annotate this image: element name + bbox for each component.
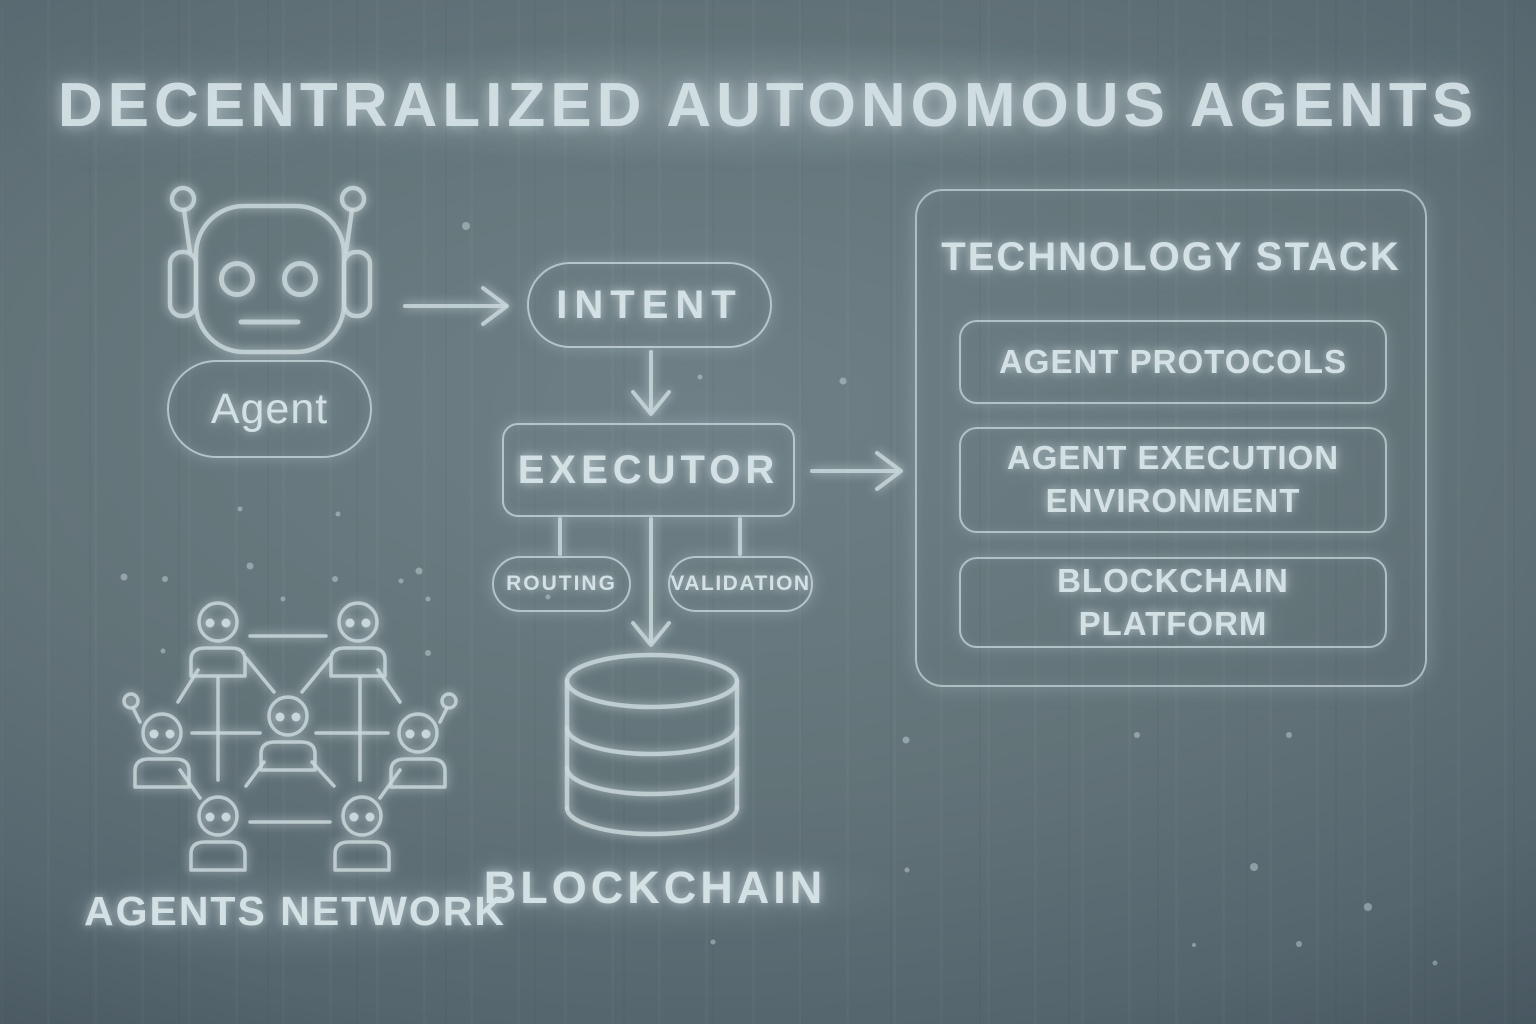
routing-node: ROUTING xyxy=(492,556,631,612)
arrow-executor-to-tech-stack xyxy=(810,451,903,491)
network-node xyxy=(329,601,387,678)
background-speckles xyxy=(120,222,1438,966)
network-node xyxy=(259,695,317,772)
agent-robot-icon xyxy=(167,185,373,355)
stack-item-blockchain-platform: BLOCKCHAIN PLATFORM xyxy=(959,557,1387,648)
arrow-agent-to-intent xyxy=(403,286,509,326)
blockchain-database-icon xyxy=(564,652,740,837)
network-node xyxy=(189,601,247,678)
stack-item-agent-protocols: AGENT PROTOCOLS xyxy=(959,320,1387,404)
network-node xyxy=(189,795,247,872)
intent-node: INTENT xyxy=(527,262,772,348)
tech-stack-title: TECHNOLOGY STACK xyxy=(941,235,1401,279)
diagram-title: DECENTRALIZED AUTONOMOUS AGENTS xyxy=(57,71,1479,140)
agent-label-pill: Agent xyxy=(167,360,372,458)
arrow-executor-to-blockchain xyxy=(631,517,671,647)
executor-node: EXECUTOR xyxy=(502,423,795,517)
agents-network-caption: AGENTS NETWORK xyxy=(83,888,507,934)
stack-item-agent-execution-environment: AGENT EXECUTION ENVIRONMENT xyxy=(959,427,1387,533)
arrow-intent-to-executor xyxy=(631,350,671,416)
validation-node: VALIDATION xyxy=(668,556,813,612)
network-node xyxy=(333,795,391,872)
agents-network-icon xyxy=(122,601,458,872)
blockchain-caption: BLOCKCHAIN xyxy=(483,862,827,913)
tech-stack-panel: TECHNOLOGY STACK AGENT PROTOCOLS AGENT E… xyxy=(915,189,1427,687)
network-node xyxy=(122,692,191,789)
network-edges xyxy=(176,634,402,824)
network-node xyxy=(389,692,458,789)
